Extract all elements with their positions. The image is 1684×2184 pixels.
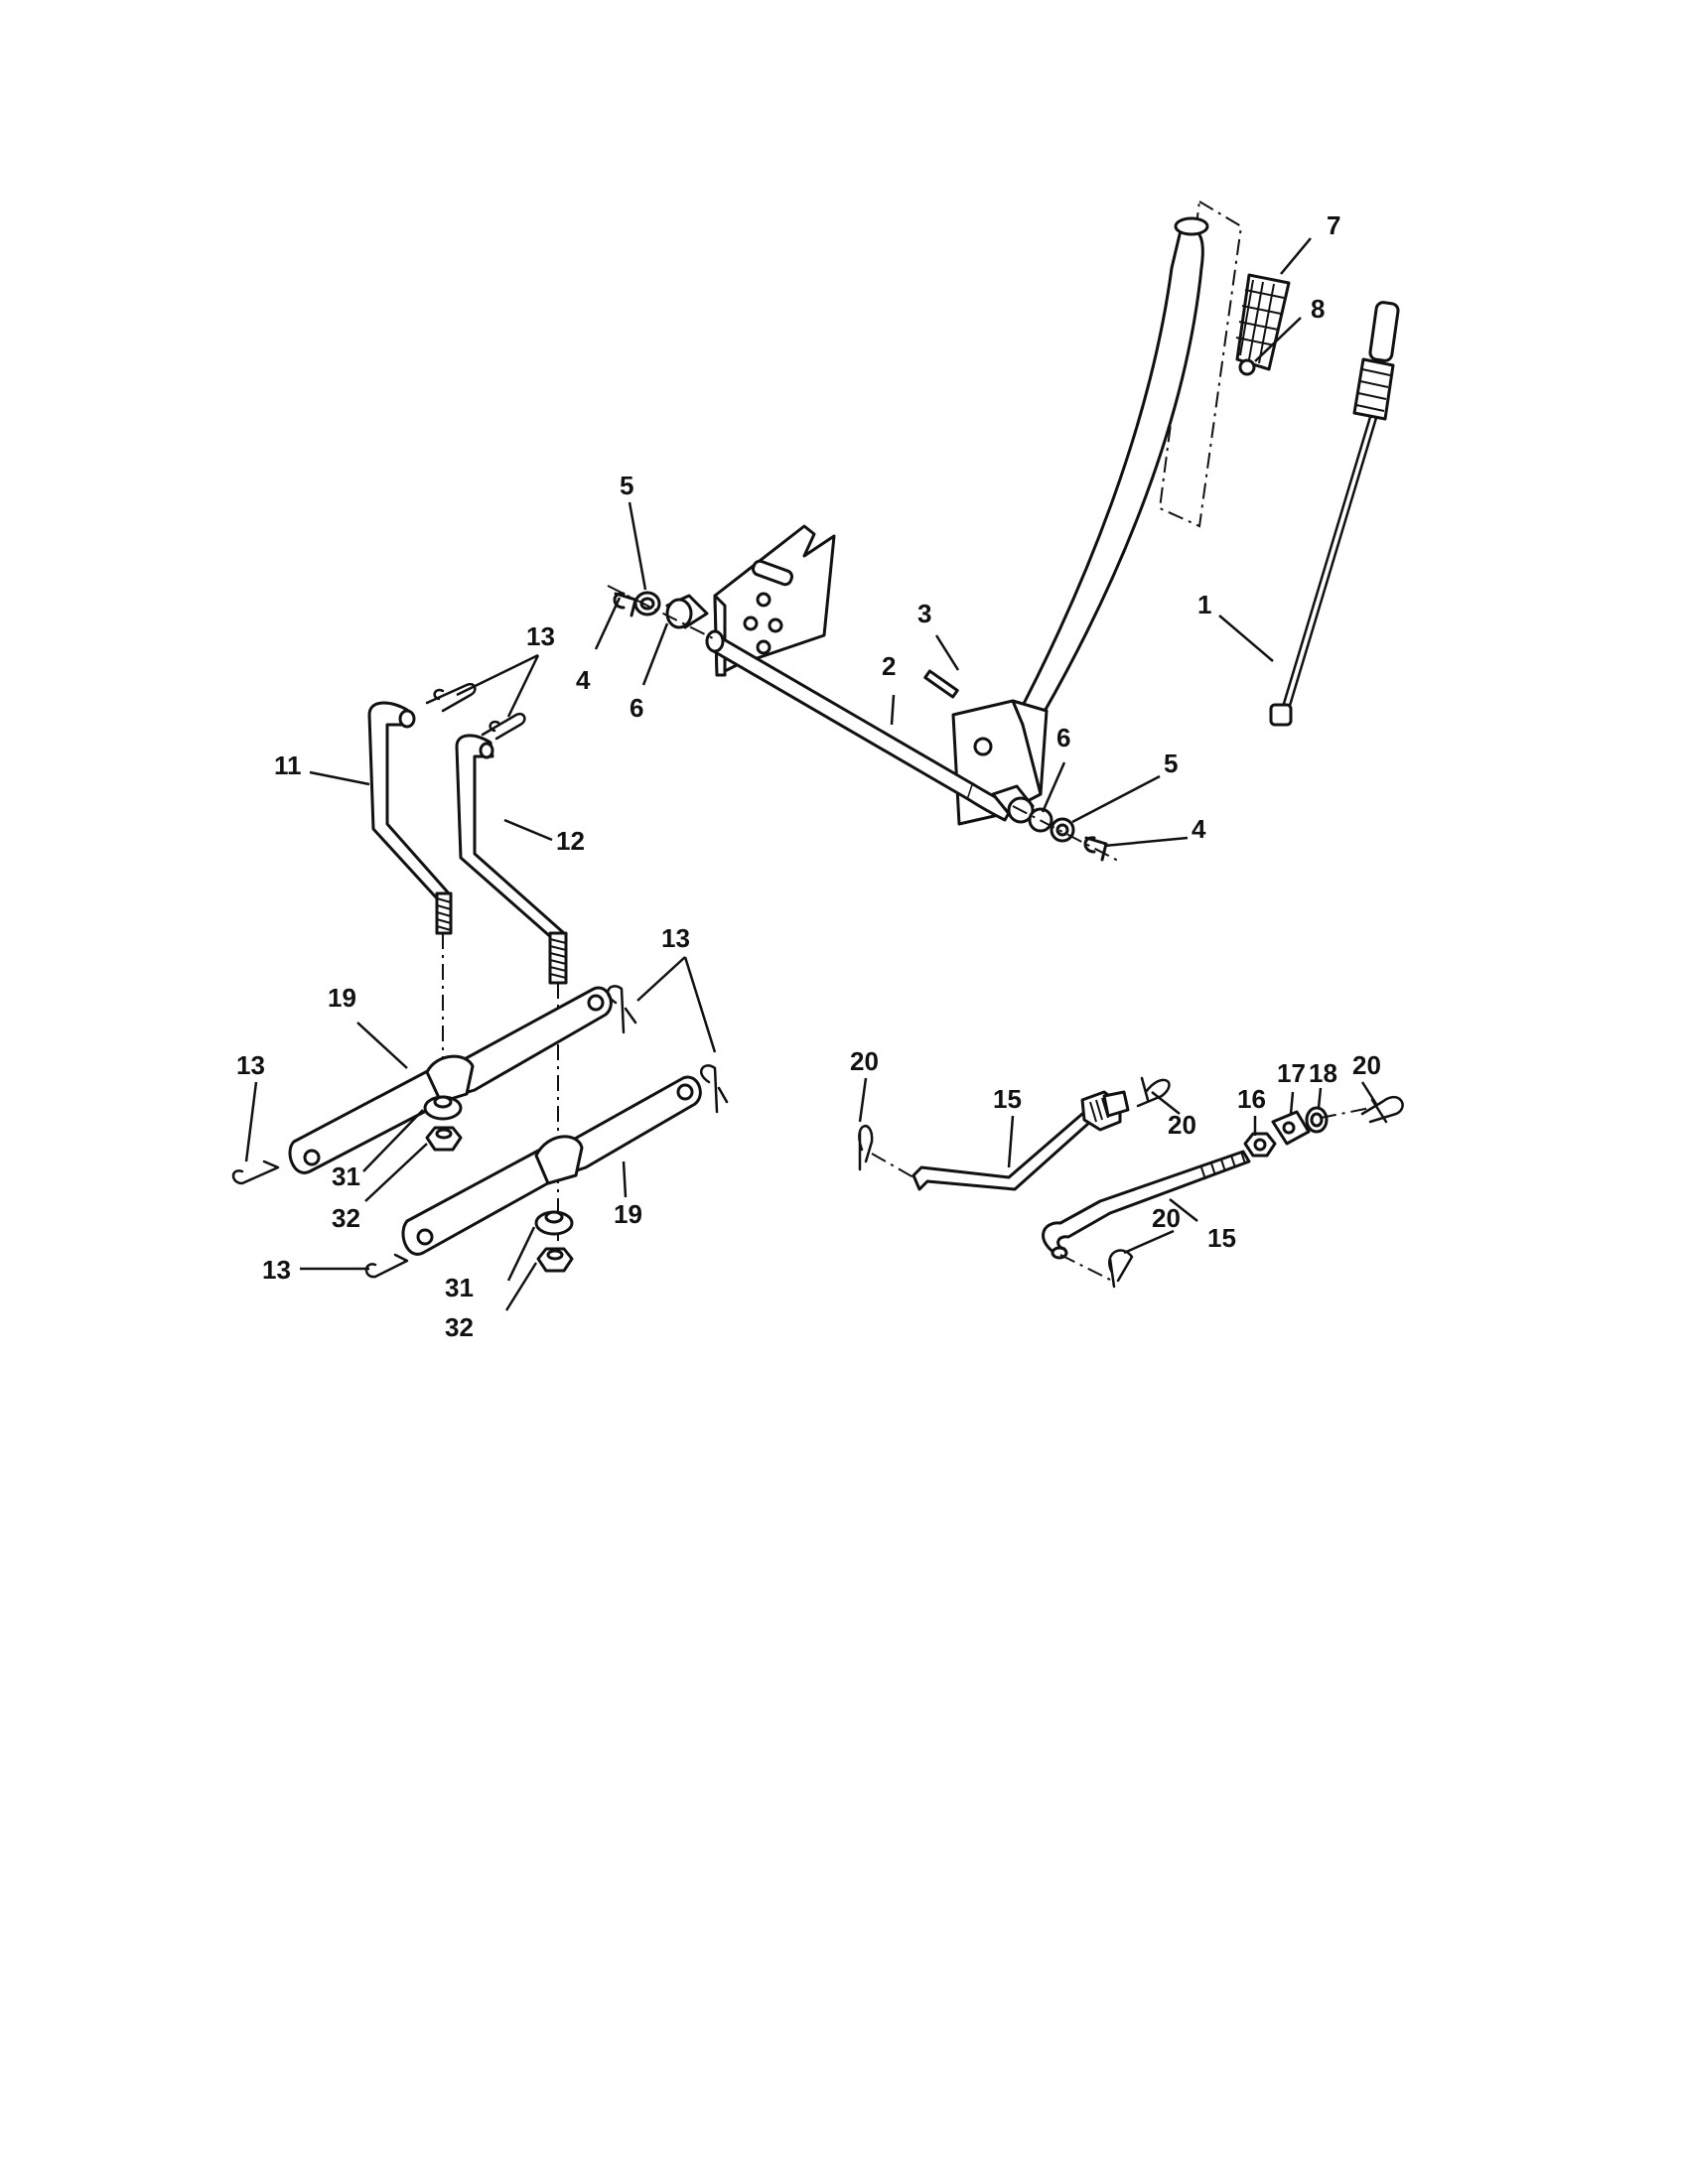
callout-13-left: 13: [236, 1050, 265, 1080]
part-8-grip-end: [1238, 358, 1256, 376]
part-6-bushing-left: [665, 594, 709, 629]
part-31-washer-upper: [423, 1095, 463, 1121]
rod-axis-lower: [1059, 1254, 1113, 1282]
callout-13-arm: 13: [661, 923, 690, 953]
callout-32-lower: 32: [445, 1312, 474, 1342]
callout-15-upper: 15: [993, 1084, 1022, 1114]
callout-5-right: 5: [1164, 749, 1178, 778]
part-13-clip-arm-bottom: [364, 1253, 409, 1279]
callout-20-right: 20: [1352, 1050, 1381, 1080]
part-15-rod-upper: [912, 1090, 1130, 1191]
part-17-trunnion: [1271, 1110, 1311, 1146]
callout-31-upper: 31: [332, 1161, 360, 1191]
part-7-handle-grip: [1235, 273, 1291, 371]
callout-31-lower: 31: [445, 1273, 474, 1302]
callout-6-left: 6: [630, 693, 643, 723]
part-13-clip-arm-right-b: [699, 1064, 729, 1114]
callout-1: 1: [1197, 590, 1211, 619]
callout-8: 8: [1311, 294, 1325, 324]
part-3-pin: [923, 669, 959, 699]
callout-18: 18: [1309, 1058, 1337, 1088]
part-18-nut: [1305, 1106, 1329, 1134]
callout-13-top: 13: [526, 621, 555, 651]
part-11-lift-link: [367, 701, 453, 935]
part-13-clip-top-a: [425, 682, 477, 713]
part-19-lift-arm-lower: [401, 1075, 702, 1256]
callout-4-right: 4: [1192, 814, 1206, 844]
callout-20-lower: 20: [1152, 1203, 1181, 1233]
part-32-nut-lower: [536, 1247, 574, 1273]
callout-labels: 7 8 1 2 3 5 4 6 6 5 4 13 11 12 13 19 13 …: [236, 210, 1381, 1342]
rod-axis-left: [871, 1153, 914, 1178]
part-13-clip-top-b: [481, 712, 526, 741]
callout-12: 12: [556, 826, 585, 856]
part-20-clip-right: [1360, 1095, 1404, 1124]
part-13-clip-arm-right-a: [606, 985, 637, 1034]
callout-6-right: 6: [1056, 723, 1070, 752]
callout-11: 11: [274, 751, 302, 780]
axis-line-left: [607, 585, 716, 640]
callout-20-upper: 20: [1168, 1110, 1196, 1140]
leader-lines: [244, 237, 1378, 1311]
callout-2: 2: [882, 651, 896, 681]
lift-handle-lever: [951, 216, 1209, 826]
part-2-cross-shaft: [705, 629, 1015, 822]
part-12-lift-link: [455, 734, 568, 985]
part-1-adjuster-rod: [1269, 301, 1400, 727]
callout-7: 7: [1327, 210, 1340, 240]
callout-3: 3: [917, 599, 931, 628]
part-32-nut-upper: [425, 1126, 463, 1152]
callout-20-left: 20: [850, 1046, 879, 1076]
part-20-clip-upper: [1136, 1076, 1171, 1108]
rod-axis-right: [1320, 1107, 1371, 1119]
callout-19-upper: 19: [328, 983, 356, 1013]
callout-5-left: 5: [620, 471, 633, 500]
callout-17: 17: [1277, 1058, 1306, 1088]
callout-32-upper: 32: [332, 1203, 360, 1233]
part-20-clip-lower: [1108, 1249, 1134, 1289]
part-15-rod-lower: [1042, 1150, 1251, 1260]
part-19-lift-arm-upper: [288, 986, 613, 1174]
callout-13-bottom: 13: [262, 1255, 291, 1285]
part-16-nut: [1243, 1132, 1277, 1158]
callout-15-lower: 15: [1207, 1223, 1236, 1253]
part-20-clip-left: [858, 1124, 874, 1171]
part-13-clip-arm-left: [231, 1160, 280, 1185]
callout-16: 16: [1237, 1084, 1266, 1114]
callout-19-lower: 19: [614, 1199, 642, 1229]
callout-4-left: 4: [576, 665, 591, 695]
part-31-washer-lower: [534, 1210, 574, 1236]
axis-line-right: [1012, 805, 1121, 863]
mounting-bracket: [713, 524, 836, 677]
